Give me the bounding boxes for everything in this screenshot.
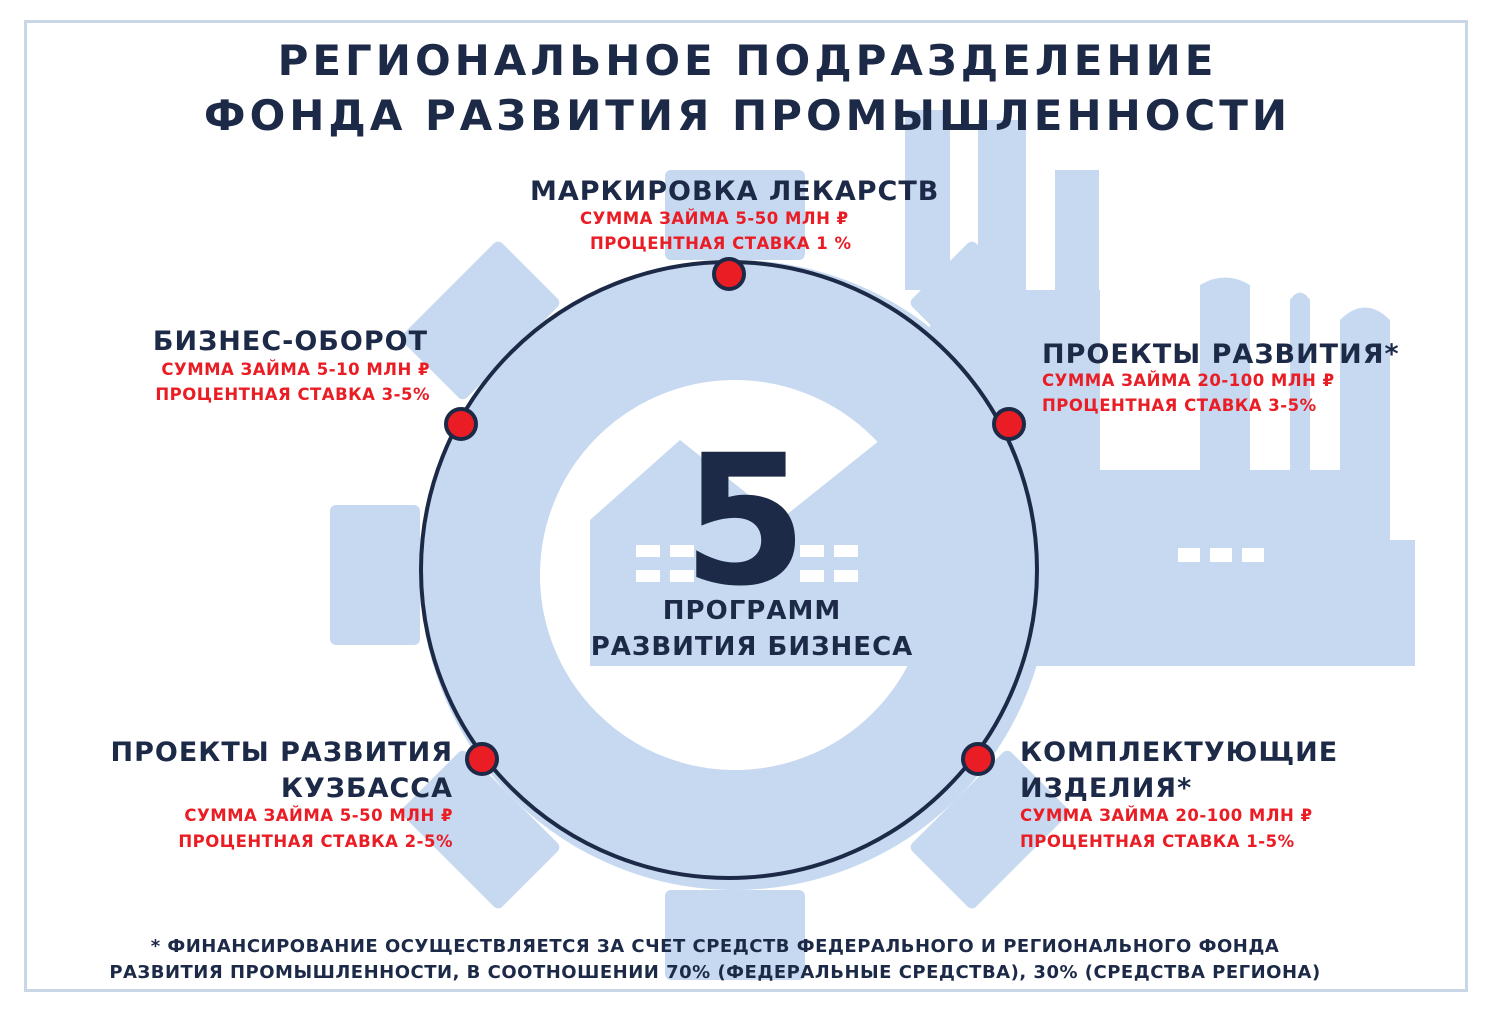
program-title: БИЗНЕС-ОБОРОТ (152, 326, 428, 357)
factory-icon (590, 110, 1415, 666)
program-title-line1: ПРОЕКТЫ РАЗВИТИЯ (110, 737, 453, 768)
program-count: 5 (682, 417, 808, 626)
ring-node-upper-right (992, 407, 1026, 441)
program-rate: ПРОЦЕНТНАЯ СТАВКА 3-5% (155, 385, 430, 404)
footnote-line2: РАЗВИТИЯ ПРОМЫШЛЕННОСТИ, В СООТНОШЕНИИ 7… (109, 962, 1321, 983)
footnote-line1: * ФИНАНСИРОВАНИЕ ОСУЩЕСТВЛЯЕТСЯ ЗА СЧЕТ … (150, 936, 1280, 957)
program-title: ПРОЕКТЫ РАЗВИТИЯ* (1042, 339, 1400, 370)
program-amount: СУММА ЗАЙМА 20-100 МЛН ₽ (1042, 371, 1335, 390)
center-label-line2: РАЗВИТИЯ БИЗНЕСА (590, 632, 914, 662)
page-frame (24, 20, 1468, 992)
center-label-line1: ПРОГРАММ (662, 596, 842, 626)
factory-windows (636, 545, 1264, 582)
program-rate: ПРОЦЕНТНАЯ СТАВКА 3-5% (1042, 396, 1317, 415)
program-rate: ПРОЦЕНТНАЯ СТАВКА 1 % (590, 234, 852, 253)
program-amount: СУММА ЗАЙМА 5-50 МЛН ₽ (580, 209, 849, 228)
program-amount: СУММА ЗАЙМА 5-10 МЛН ₽ (161, 360, 430, 379)
program-amount: СУММА ЗАЙМА 5-50 МЛН ₽ (184, 806, 453, 825)
program-title: МАРКИРОВКА ЛЕКАРСТВ (530, 176, 940, 207)
program-title-line1: КОМПЛЕКТУЮЩИЕ (1020, 737, 1339, 768)
program-rate: ПРОЦЕНТНАЯ СТАВКА 1-5% (1020, 832, 1295, 851)
program-amount: СУММА ЗАЙМА 20-100 МЛН ₽ (1020, 806, 1313, 825)
page-title-line1: РЕГИОНАЛЬНОЕ ПОДРАЗДЕЛЕНИЕ (277, 36, 1218, 85)
ring-node-upper-left (444, 407, 478, 441)
program-title-line2: ИЗДЕЛИЯ* (1020, 773, 1193, 804)
program-title-line2: КУЗБАССА (280, 773, 453, 804)
ring-node-top (712, 257, 746, 291)
ring-node-lower-left (465, 742, 499, 776)
ring-node-lower-right (961, 742, 995, 776)
ring-node-markers (444, 257, 1026, 776)
program-rate: ПРОЦЕНТНАЯ СТАВКА 2-5% (178, 832, 453, 851)
page-title-line2: ФОНДА РАЗВИТИЯ ПРОМЫШЛЕННОСТИ (203, 91, 1292, 140)
